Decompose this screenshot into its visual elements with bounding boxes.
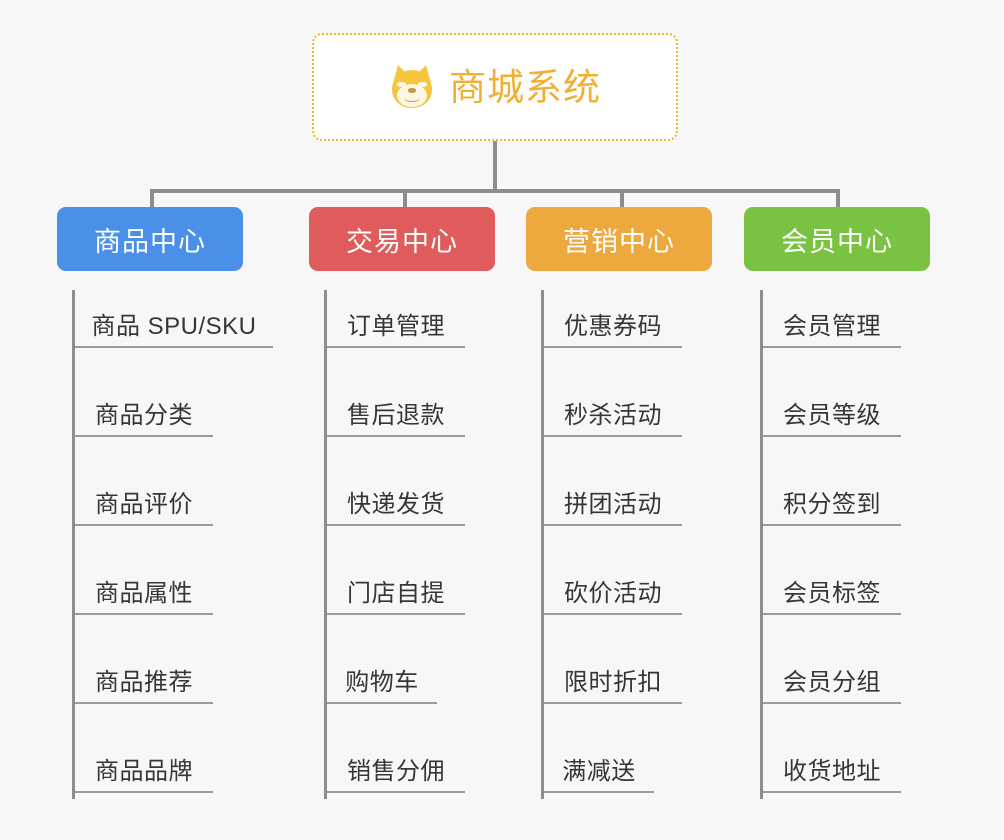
leaf-item[interactable]: 快递发货 — [327, 468, 465, 526]
leaf-item-label: 优惠券码 — [564, 312, 662, 340]
category-header-trade-center[interactable]: 交易中心 — [309, 207, 495, 271]
leaf-item-label: 会员分组 — [783, 668, 881, 696]
leaf-item[interactable]: 订单管理 — [327, 290, 465, 348]
leaf-item-label: 会员管理 — [783, 312, 881, 340]
leaf-item-label: 秒杀活动 — [564, 401, 662, 429]
leaf-item-label: 售后退款 — [347, 401, 445, 429]
category-header-label: 营销中心 — [563, 226, 675, 257]
category-header-member-center[interactable]: 会员中心 — [744, 207, 930, 271]
leaf-item[interactable]: 购物车 — [327, 646, 437, 704]
leaf-item[interactable]: 满减送 — [544, 735, 654, 793]
category-header-product-center[interactable]: 商品中心 — [57, 207, 243, 271]
leaf-item[interactable]: 商品 SPU/SKU — [75, 290, 273, 348]
column-trunk-connector — [324, 290, 327, 799]
leaf-item[interactable]: 积分签到 — [763, 468, 901, 526]
column-trunk-connector — [760, 290, 763, 799]
category-header-marketing-center[interactable]: 营销中心 — [526, 207, 712, 271]
leaf-item-label: 砍价活动 — [564, 579, 662, 607]
leaf-item-label: 商品 SPU/SKU — [91, 312, 257, 340]
leaf-item-label: 商品分类 — [95, 401, 193, 429]
leaf-item[interactable]: 会员管理 — [763, 290, 901, 348]
leaf-item-label: 商品属性 — [95, 579, 193, 607]
leaf-item-label: 商品推荐 — [95, 668, 193, 696]
leaf-item-label: 快递发货 — [347, 490, 445, 518]
leaf-item[interactable]: 会员等级 — [763, 379, 901, 437]
leaf-item-label: 商品评价 — [95, 490, 193, 518]
leaf-item-label: 拼团活动 — [564, 490, 662, 518]
leaf-item-label: 销售分佣 — [347, 757, 445, 785]
leaf-item[interactable]: 商品属性 — [75, 557, 213, 615]
root-title: 商城系统 — [449, 66, 601, 108]
drop-connector-4 — [836, 189, 840, 209]
root-node[interactable]: 商城系统 — [312, 33, 678, 141]
shiba-dog-icon — [389, 62, 435, 109]
leaf-item-label: 购物车 — [345, 668, 419, 696]
leaf-item[interactable]: 拼团活动 — [544, 468, 682, 526]
leaf-item-label: 积分签到 — [783, 490, 881, 518]
leaf-item[interactable]: 商品品牌 — [75, 735, 213, 793]
leaf-item-label: 会员标签 — [783, 579, 881, 607]
leaf-item[interactable]: 砍价活动 — [544, 557, 682, 615]
horizontal-bus-connector — [150, 189, 840, 193]
leaf-item[interactable]: 会员标签 — [763, 557, 901, 615]
leaf-item[interactable]: 商品评价 — [75, 468, 213, 526]
leaf-item-label: 满减送 — [562, 757, 636, 785]
column-trunk-connector — [72, 290, 75, 799]
leaf-item[interactable]: 商品分类 — [75, 379, 213, 437]
root-stem-connector — [493, 141, 497, 191]
leaf-item-label: 收货地址 — [783, 757, 881, 785]
column-trunk-connector — [541, 290, 544, 799]
leaf-item[interactable]: 销售分佣 — [327, 735, 465, 793]
leaf-item[interactable]: 会员分组 — [763, 646, 901, 704]
category-header-label: 商品中心 — [94, 226, 206, 257]
leaf-item-label: 会员等级 — [783, 401, 881, 429]
leaf-item[interactable]: 优惠券码 — [544, 290, 682, 348]
category-header-label: 交易中心 — [346, 226, 458, 257]
leaf-item[interactable]: 售后退款 — [327, 379, 465, 437]
leaf-item[interactable]: 门店自提 — [327, 557, 465, 615]
leaf-item-label: 订单管理 — [347, 312, 445, 340]
drop-connector-1 — [150, 189, 154, 209]
drop-connector-2 — [403, 189, 407, 209]
leaf-item-label: 门店自提 — [347, 579, 445, 607]
leaf-item[interactable]: 收货地址 — [763, 735, 901, 793]
leaf-item-label: 限时折扣 — [564, 668, 662, 696]
leaf-item[interactable]: 商品推荐 — [75, 646, 213, 704]
leaf-item-label: 商品品牌 — [95, 757, 193, 785]
leaf-item[interactable]: 限时折扣 — [544, 646, 682, 704]
category-header-label: 会员中心 — [781, 226, 893, 257]
drop-connector-3 — [620, 189, 624, 209]
leaf-item[interactable]: 秒杀活动 — [544, 379, 682, 437]
